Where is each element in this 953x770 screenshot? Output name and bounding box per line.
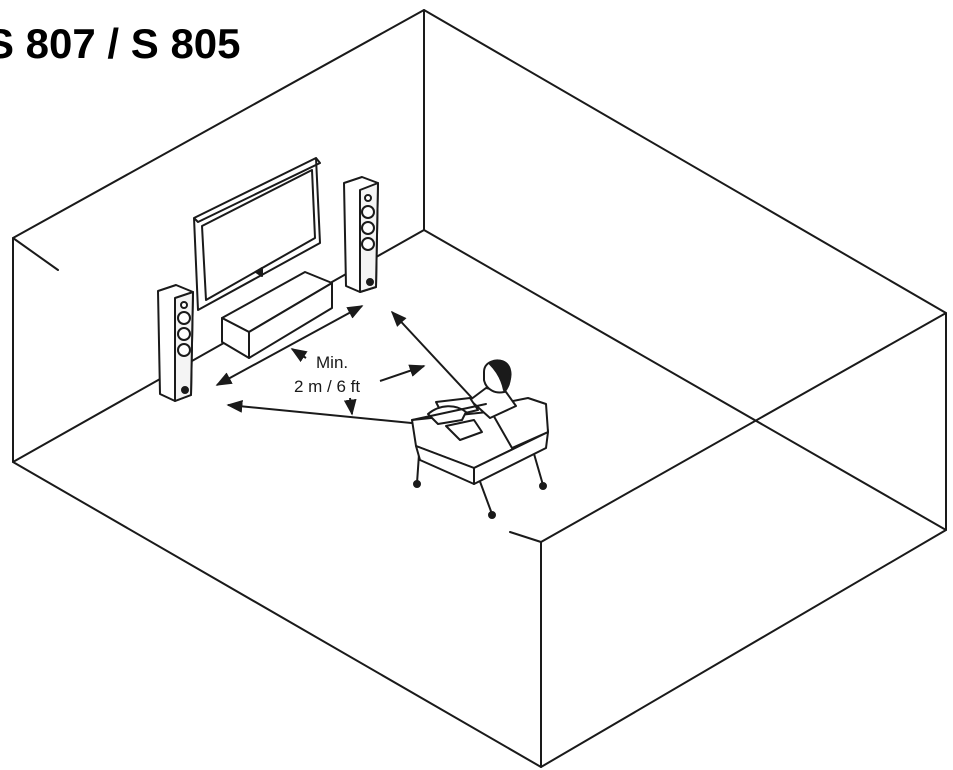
room-floor-front-edges: [12, 461, 947, 768]
label-pointer-down: [343, 397, 357, 416]
listener-in-armchair-icon: [411, 359, 549, 519]
label-pointer-up: [290, 348, 308, 363]
room-box-icon: [12, 9, 947, 768]
room-corner-detail: [12, 237, 542, 543]
distance-label-min: Min.: [316, 353, 348, 372]
right-floorstanding-speaker-icon: [343, 176, 379, 293]
model-title: S 807 / S 805: [0, 14, 320, 74]
listener-to-right-speaker-arrow: [390, 310, 473, 399]
label-pointer-right: [379, 364, 426, 382]
model-title-text: S 807 / S 805: [0, 20, 241, 67]
flat-screen-tv-icon: [193, 157, 321, 311]
room-front-vertical-edge: [540, 312, 947, 768]
left-floorstanding-speaker-icon: [157, 284, 194, 402]
speaker-spacing-arrow: [215, 305, 364, 386]
distance-label-value: 2 m / 6 ft: [294, 377, 360, 396]
